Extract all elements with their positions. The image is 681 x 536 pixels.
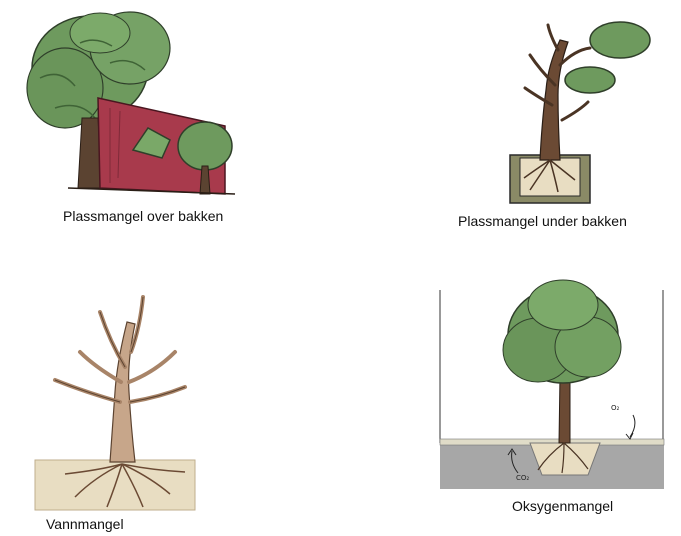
panel-water-shortage	[35, 282, 195, 512]
caption-water-shortage: Vannmangel	[46, 516, 124, 532]
oxygen-label: O₂	[611, 404, 620, 412]
panel-space-below-ground	[500, 10, 650, 205]
panel-space-above-ground	[20, 8, 250, 198]
dry-tree-illustration	[35, 282, 195, 512]
caption-space-above-ground: Plassmangel over bakken	[63, 208, 223, 224]
tree-in-small-pit-illustration	[500, 10, 650, 205]
tree-under-pavement-illustration: O₂ CO₂	[438, 275, 668, 495]
upper-crown	[590, 22, 650, 58]
lower-crown	[565, 67, 615, 93]
caption-oxygen-shortage: Oksygenmangel	[512, 498, 613, 514]
tree-crown	[503, 280, 621, 383]
tree-blocked-by-wall-illustration	[20, 8, 250, 198]
caption-space-below-ground: Plassmangel under bakken	[458, 213, 627, 229]
panel-oxygen-shortage: O₂ CO₂	[438, 275, 668, 495]
co2-label: CO₂	[516, 474, 529, 482]
